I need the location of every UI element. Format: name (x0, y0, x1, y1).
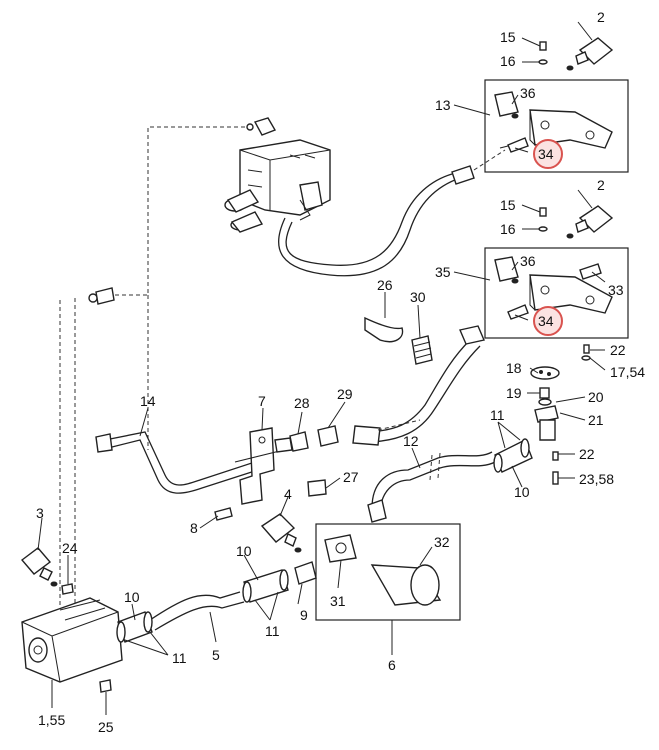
label-8[interactable]: 8 (190, 520, 198, 536)
coupling-left (116, 611, 153, 643)
screw-8 (214, 507, 233, 521)
sealant-bottle-3 (20, 547, 58, 587)
label-23-58[interactable]: 23,58 (579, 471, 614, 487)
label-11[interactable]: 11 (172, 650, 187, 666)
label-9[interactable]: 9 (300, 607, 308, 623)
label-13[interactable]: 13 (435, 97, 451, 113)
clamp-26 (364, 316, 404, 343)
sleeve-30 (411, 335, 433, 365)
fittings-18-21 (530, 344, 591, 485)
label-28[interactable]: 28 (294, 395, 310, 411)
highlight-34-lower (533, 306, 563, 336)
label-10[interactable]: 10 (236, 543, 252, 559)
part-labels: 15 16 2 36 13 34 15 16 2 36 35 33 34 26 … (36, 9, 645, 735)
highlight-34-upper (533, 139, 563, 169)
hose-12 (367, 451, 496, 523)
label-33[interactable]: 33 (608, 282, 624, 298)
screw-25 (99, 679, 112, 693)
label-36[interactable]: 36 (520, 253, 536, 269)
pump-1-55 (21, 597, 123, 683)
fitting-29-end (317, 425, 339, 447)
label-31[interactable]: 31 (330, 593, 346, 609)
label-2[interactable]: 2 (597, 177, 605, 193)
label-36[interactable]: 36 (520, 85, 536, 101)
label-20[interactable]: 20 (588, 389, 604, 405)
label-34[interactable]: 34 (538, 146, 554, 162)
dashed-routing (59, 126, 245, 640)
label-32[interactable]: 32 (434, 534, 450, 550)
label-10[interactable]: 10 (124, 589, 140, 605)
coupling-right (493, 438, 533, 473)
label-1-55[interactable]: 1,55 (38, 712, 65, 728)
label-16[interactable]: 16 (500, 221, 516, 237)
label-11[interactable]: 11 (490, 407, 505, 423)
label-3[interactable]: 3 (36, 505, 44, 521)
tube-14 (95, 431, 259, 494)
fitting-28 (274, 431, 309, 453)
label-17-54[interactable]: 17,54 (610, 364, 645, 380)
hose-5 (149, 591, 245, 631)
label-25[interactable]: 25 (98, 719, 114, 735)
label-11[interactable]: 11 (265, 623, 280, 639)
label-18[interactable]: 18 (506, 360, 522, 376)
elbow-9 (294, 561, 317, 585)
box-6 (315, 523, 461, 621)
label-10[interactable]: 10 (514, 484, 530, 500)
label-22[interactable]: 22 (579, 446, 595, 462)
label-4[interactable]: 4 (284, 486, 292, 502)
label-6[interactable]: 6 (388, 657, 396, 673)
label-24[interactable]: 24 (62, 540, 78, 556)
label-7[interactable]: 7 (258, 393, 266, 409)
label-15[interactable]: 15 (500, 197, 516, 213)
fitting-left (88, 287, 115, 305)
label-30[interactable]: 30 (410, 289, 426, 305)
label-29[interactable]: 29 (337, 386, 353, 402)
bracket-7 (234, 427, 301, 505)
label-12[interactable]: 12 (403, 433, 419, 449)
label-21[interactable]: 21 (588, 412, 604, 428)
screw-24 (61, 583, 74, 595)
label-5[interactable]: 5 (212, 647, 220, 663)
label-15[interactable]: 15 (500, 29, 516, 45)
leader-lines (37, 21, 606, 715)
clamp-27 (307, 479, 327, 497)
valve-hoses (277, 149, 506, 277)
sealant-bottle-top (566, 37, 614, 71)
label-35[interactable]: 35 (435, 264, 451, 280)
label-16[interactable]: 16 (500, 53, 516, 69)
sealant-bottle-lower (566, 205, 614, 239)
label-27[interactable]: 27 (343, 469, 359, 485)
label-22[interactable]: 22 (610, 342, 626, 358)
control-valve-block (224, 117, 331, 233)
label-19[interactable]: 19 (506, 385, 522, 401)
hose-29 (352, 325, 485, 446)
label-34[interactable]: 34 (538, 313, 554, 329)
box-35 (484, 247, 629, 339)
box-13 (484, 79, 629, 173)
sealant-bottle-4 (260, 513, 302, 553)
coupling-middle (242, 569, 289, 603)
label-26[interactable]: 26 (377, 277, 393, 293)
label-14[interactable]: 14 (140, 393, 156, 409)
label-2[interactable]: 2 (597, 9, 605, 25)
